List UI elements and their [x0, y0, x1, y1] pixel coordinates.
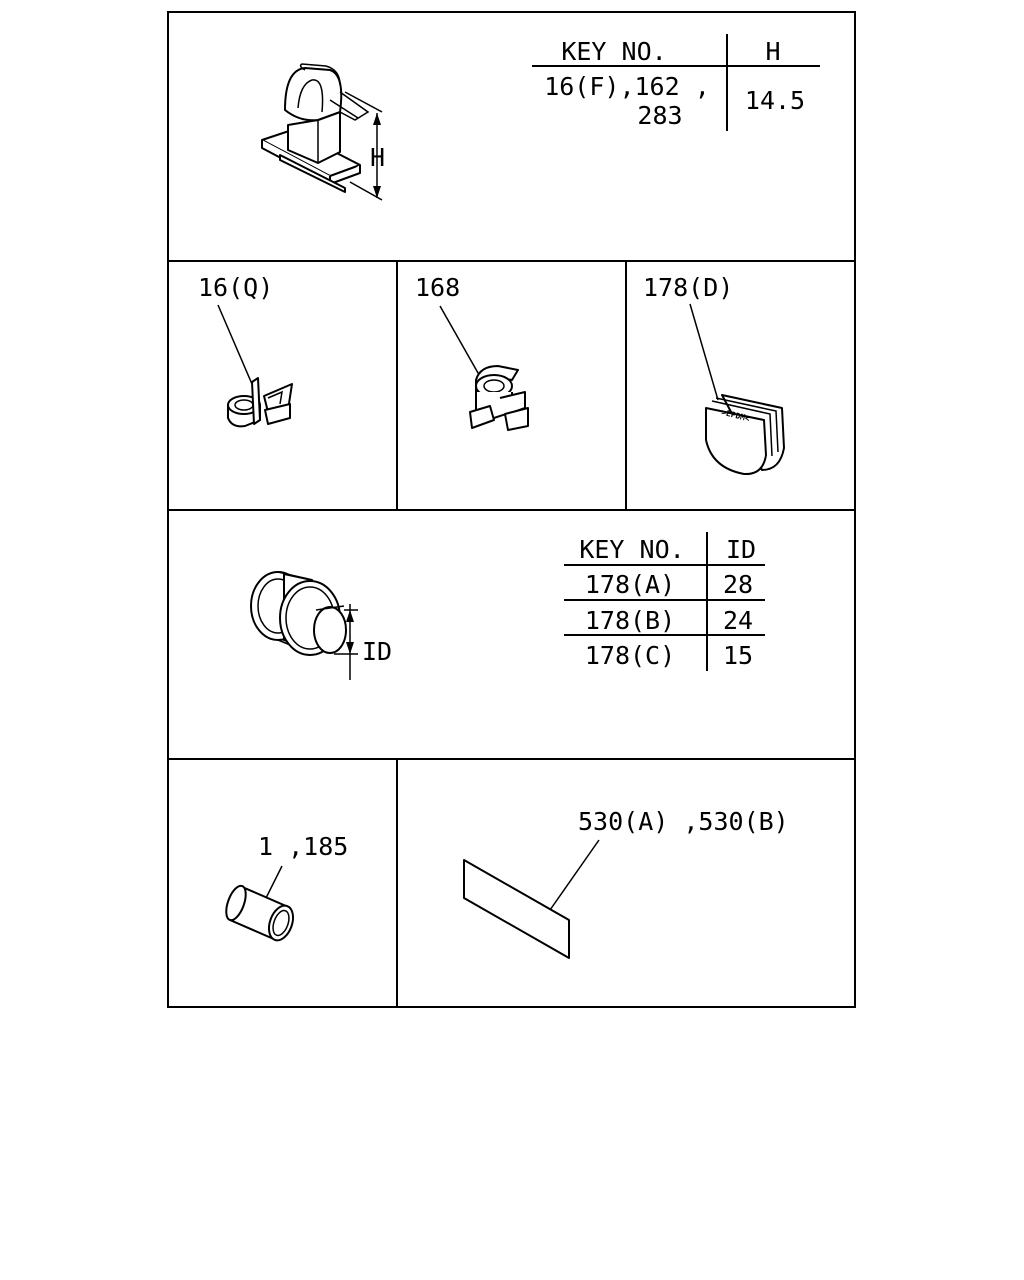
callout-530: 530(A) ,530(B) — [578, 807, 789, 836]
panel-2-clip-16q: 16(Q) — [198, 273, 293, 428]
leader-168 — [439, 305, 483, 381]
clip-168-drawing — [469, 365, 529, 431]
grommet-drawing — [250, 571, 347, 656]
id-table-header-id: ID — [726, 535, 756, 564]
leader-178d — [689, 303, 719, 401]
h-table-value: 14.5 — [745, 86, 805, 115]
diagram-frame — [167, 11, 856, 1008]
sleeve-drawing — [225, 884, 295, 942]
leader-1-185 — [265, 865, 283, 899]
id-table-key-a: 178(A) — [585, 570, 675, 599]
callout-16q: 16(Q) — [198, 273, 273, 302]
id-table-value-a: 28 — [723, 570, 753, 599]
id-table-key-c: 178(C) — [585, 641, 675, 670]
h-dimension-label: H — [370, 143, 385, 172]
callout-178d: 178(D) — [643, 273, 733, 302]
leader-530 — [549, 839, 600, 911]
clip-h-drawing — [261, 63, 370, 193]
id-table-rows: 178(A) 28 178(B) 24 178(C) 15 — [585, 570, 753, 670]
id-table-header-key: KEY NO. — [579, 535, 684, 564]
callout-168: 168 — [415, 273, 460, 302]
label-sheet-drawing — [463, 859, 570, 959]
panel-3-clip-168: 168 — [415, 273, 529, 431]
panel-5-grommet: ID KEY NO. ID 178(A) 28 178(B) 24 178(C)… — [250, 532, 765, 680]
id-table: KEY NO. ID 178(A) 28 178(B) 24 178(C) 15 — [564, 532, 765, 671]
id-table-value-b: 24 — [723, 606, 753, 635]
h-table-header-h: H — [765, 37, 780, 66]
panel-1-clip-h: H KEY NO. H 16(F),162 , 283 14.5 — [261, 34, 820, 201]
h-table-header-key: KEY NO. — [561, 37, 666, 66]
panel-7-label: 530(A) ,530(B) — [463, 807, 789, 959]
h-table-key-line2: 283 — [637, 101, 682, 130]
callout-1-185: 1 ,185 — [258, 832, 348, 861]
plug-178d-drawing: >EPDM< — [705, 394, 785, 476]
h-dimension: H — [344, 91, 385, 201]
h-table-key-line1: 16(F),162 , — [544, 72, 710, 101]
panel-6-sleeve: 1 ,185 — [225, 832, 348, 942]
id-dimension-label: ID — [362, 637, 392, 666]
id-table-key-b: 178(B) — [585, 606, 675, 635]
h-table: KEY NO. H 16(F),162 , 283 14.5 — [532, 34, 820, 131]
id-dimension: ID — [334, 604, 392, 680]
panel-4-plug-178d: 178(D) >EPDM< — [643, 273, 785, 476]
clip-16q-drawing — [227, 377, 293, 428]
id-table-value-c: 15 — [723, 641, 753, 670]
